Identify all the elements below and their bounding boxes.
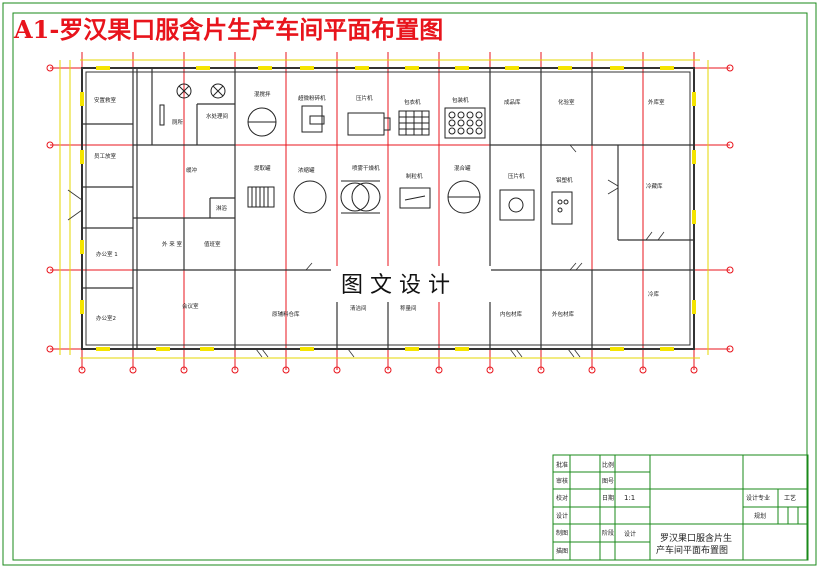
windows: [80, 66, 696, 351]
room-label: 混搅拌: [254, 90, 271, 98]
tb-review: 审核: [556, 477, 568, 485]
room-label: 厕所: [172, 118, 184, 126]
room-label: 化验室: [558, 98, 575, 106]
tb-date-label: 日期: [602, 494, 614, 502]
room-label: 水处理间: [206, 112, 228, 120]
tb-trace: 描图: [556, 547, 568, 555]
room-label: 办公室2: [96, 314, 116, 322]
room-label: 称量间: [400, 304, 417, 312]
room-label: 值班室: [204, 240, 221, 248]
room-label: 成品库: [504, 98, 521, 106]
room-label: 内包材库: [500, 310, 523, 318]
mixer-tank-icon-2: [351, 182, 381, 212]
room-label: 办公室 1: [96, 250, 118, 258]
room-label: 冷藏库: [646, 182, 663, 190]
tb-drawing-name-1: 罗汉果口服含片生: [660, 532, 732, 544]
tb-scale-value: 1:1: [624, 494, 635, 502]
drawing-title: A1-罗汉果口服含片生产车间平面布置图: [13, 15, 443, 44]
room-label: 制粒机: [406, 172, 423, 180]
granulator-icon: [399, 187, 431, 209]
tb-scale-label: 比例: [602, 461, 614, 469]
tb-sign: 设计: [624, 530, 636, 538]
room-label: 压片机: [356, 94, 373, 102]
room-label: 会议室: [182, 302, 199, 310]
room-label: 外库室: [648, 98, 665, 106]
tb-draw: 制图: [556, 529, 568, 537]
tb-drawing-label: 规划: [754, 512, 766, 520]
room-label: 提取罐: [254, 164, 271, 172]
room-label: 缓冲: [186, 166, 198, 174]
title-block-text: 批准 审核 校对 设计 制图 描图 比例 图号 日期 阶段 1:1 设计 设计专…: [556, 461, 796, 556]
inner-frame: [12, 12, 808, 561]
watermark-background: [331, 266, 491, 302]
room-label: 包装机: [452, 96, 469, 104]
room-label: 超微粉碎机: [298, 94, 326, 102]
room-label: 外包材库: [552, 310, 575, 318]
mixer-tank-icon-1: [340, 182, 370, 212]
watermark-text: 图 文 设 计: [341, 273, 450, 298]
concentrator-icon: [293, 180, 327, 214]
equipment: [159, 83, 573, 225]
room-label: 喷雾干燥机: [352, 164, 380, 172]
room-labels: 安置救室 员工放室 办公室 1 办公室2 厕所 水处理间 缓冲 淋浴 外 来 室…: [94, 90, 665, 322]
title-block: [552, 454, 809, 561]
room-label: 铝塑机: [556, 176, 573, 184]
tb-design: 设计: [556, 512, 568, 520]
sealer-icon: [551, 191, 573, 225]
room-label: 原辅料仓库: [272, 310, 300, 318]
room-label: 压片机: [508, 172, 525, 180]
axis-markers: [46, 64, 734, 374]
tb-number-label: 图号: [602, 478, 614, 485]
tb-approve: 批准: [556, 461, 568, 469]
tb-drawing-name-2: 产车间平面布置图: [656, 544, 728, 556]
tb-stage-label: 阶段: [602, 529, 614, 537]
room-label: 混合罐: [454, 164, 471, 172]
tb-check: 校对: [556, 494, 568, 502]
doors: [67, 144, 665, 358]
dryer-icon: [247, 186, 275, 208]
tablet-press-icon: [347, 112, 385, 136]
room-label: 浓缩罐: [298, 166, 315, 174]
room-label: 外 来 室: [162, 240, 182, 248]
tb-design-major: 设计专业: [746, 494, 770, 502]
room-label: 员工放室: [94, 152, 117, 160]
room-label: 安置救室: [94, 96, 117, 104]
room-label: 包衣机: [404, 98, 421, 106]
room-label: 淋浴: [216, 204, 228, 212]
tableting-icon: [499, 189, 535, 221]
room-label: 清洁间: [350, 304, 367, 312]
packer-icon: [444, 107, 486, 139]
pulverizer-icon: [301, 105, 323, 133]
tb-stage: 工艺: [784, 494, 796, 502]
dimension-lines: [59, 59, 709, 359]
room-label: 冷库: [648, 290, 660, 298]
